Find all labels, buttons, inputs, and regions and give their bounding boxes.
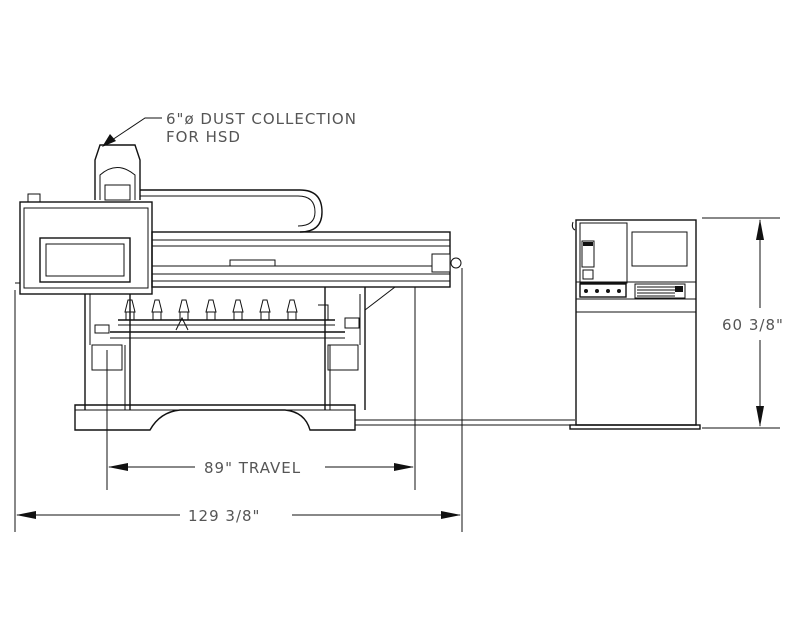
leader-arrow-icon bbox=[102, 134, 116, 147]
overall-width-dimension: 129 3/8" bbox=[14, 268, 463, 532]
dust-collection-label-line1: 6"ø DUST COLLECTION bbox=[166, 110, 357, 128]
height-dimension-label: 60 3/8" bbox=[722, 316, 784, 334]
arrow-up-icon bbox=[756, 219, 764, 240]
arrow-left-icon bbox=[108, 463, 128, 471]
travel-dimension-label: 89" TRAVEL bbox=[204, 459, 301, 477]
tool-rack bbox=[118, 299, 335, 331]
arrow-left-icon bbox=[16, 511, 36, 519]
cnc-router-machine bbox=[15, 144, 462, 431]
dust-collection-callout: 6"ø DUST COLLECTION FOR HSD bbox=[102, 110, 357, 147]
height-dimension: 60 3/8" bbox=[702, 217, 784, 429]
arrow-down-icon bbox=[756, 406, 764, 427]
overall-width-dimension-label: 129 3/8" bbox=[188, 507, 260, 525]
arrow-right-icon bbox=[394, 463, 414, 471]
control-cabinet bbox=[569, 219, 701, 430]
dust-collection-label-line2: FOR HSD bbox=[166, 128, 241, 146]
travel-dimension: 89" TRAVEL bbox=[106, 287, 416, 490]
cable-line bbox=[355, 419, 575, 426]
arrow-right-icon bbox=[441, 511, 461, 519]
